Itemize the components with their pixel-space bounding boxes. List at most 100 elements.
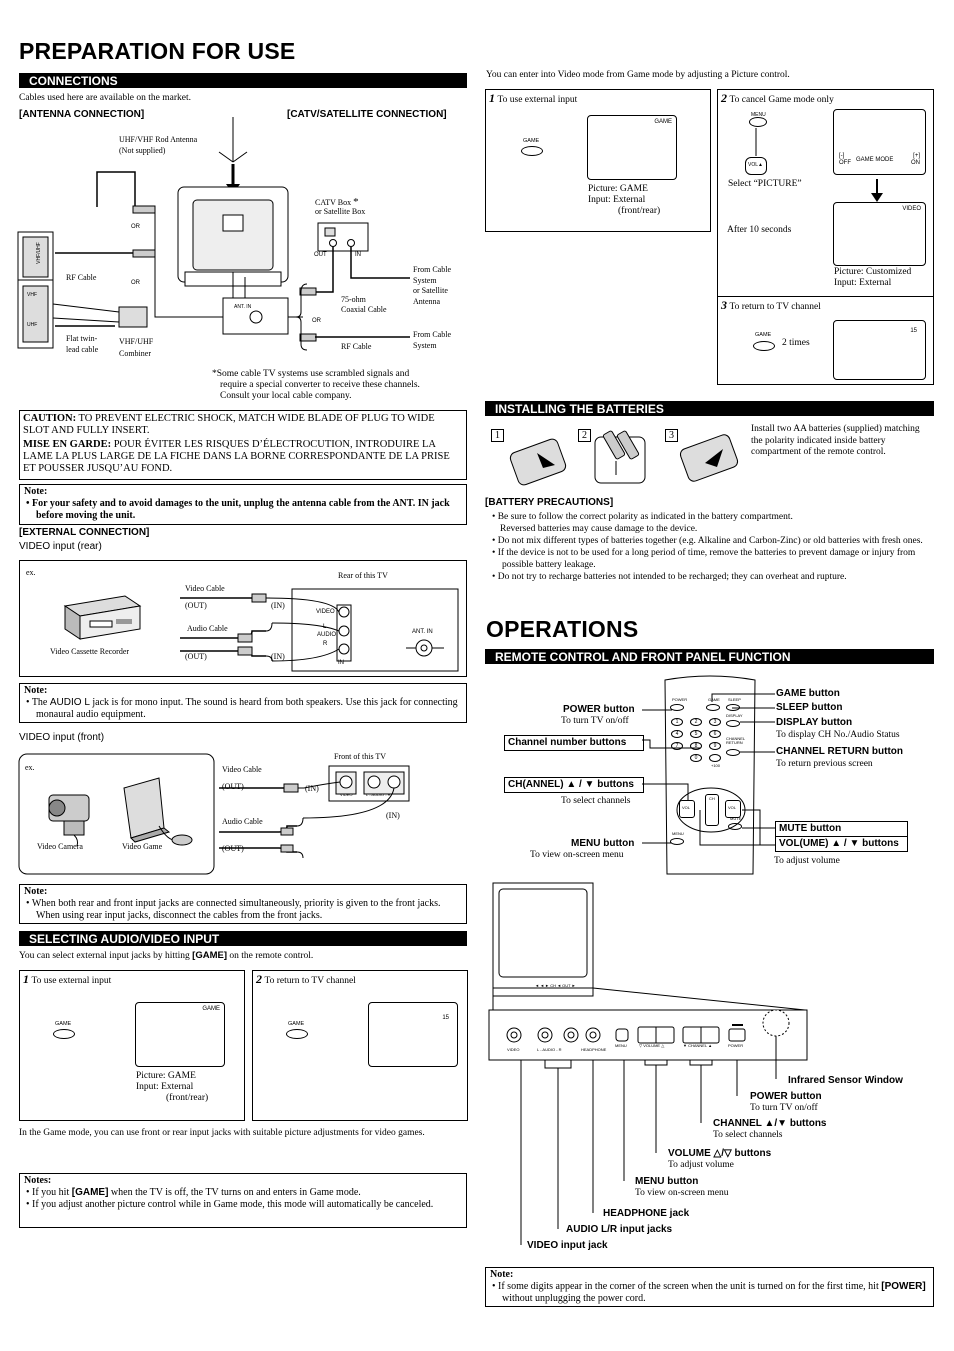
remote-vol-up[interactable]: VOL: [725, 800, 741, 818]
game-label: Video Game: [122, 842, 163, 851]
note-power-box: Note: • If some digits appear in the cor…: [485, 1267, 934, 1307]
video-out-label: (OUT): [185, 601, 207, 610]
panel-channel-desc: To select channels: [713, 1130, 783, 1140]
menu-vol-line: [755, 128, 757, 156]
antenna-diagram: UHF/VHF Rod Antenna (Not supplied) OR OR…: [15, 112, 465, 374]
audio-jacks-callout: AUDIO L/R input jacks: [566, 1224, 673, 1235]
picture-game-info: Picture: GAME Input: External (front/rea…: [136, 1071, 209, 1103]
infrared-sensor-callout: Infrared Sensor Window: [788, 1075, 903, 1086]
panel-volume-callout: VOLUME △/▽ buttons: [668, 1148, 772, 1159]
remote-key-plus100[interactable]: [709, 754, 721, 762]
front-audio-in-label: (IN): [386, 811, 400, 820]
selecting-input-heading: SELECTING AUDIO/VIDEO INPUT: [19, 931, 467, 946]
operations-title: OPERATIONS: [486, 616, 639, 642]
battery-step-3: 3: [665, 429, 678, 442]
remote-power-callout: POWER button: [563, 704, 635, 715]
selecting-step-1: 1 To use external input GAME GAME Pictur…: [19, 970, 245, 1121]
remote-vol-down[interactable]: VOL: [679, 800, 695, 818]
game-button[interactable]: [53, 1029, 75, 1039]
remote-key-5[interactable]: 5: [690, 730, 702, 738]
remote-power-desc: To turn TV on/off: [561, 716, 629, 726]
rear-ant-in-label: ANT. IN: [412, 629, 433, 635]
remote-ch-buttons[interactable]: CH: [705, 794, 719, 826]
ch-buttons-desc: To select channels: [561, 796, 631, 806]
catv-connection-heading: [CATV/SATELLITE CONNECTION]: [287, 109, 447, 120]
connections-intro: Cables used here are available on the ma…: [19, 93, 191, 103]
vol-up-button[interactable]: VOL▲: [745, 157, 767, 175]
r-game-button-3[interactable]: [753, 341, 775, 351]
after-10-seconds: After 10 seconds: [727, 225, 792, 235]
game-step-1: 1 To use external input GAME GAME Pictur…: [485, 89, 711, 232]
remote-menu-desc: To view on-screen menu: [530, 850, 624, 860]
game-button-callout: GAME button: [776, 688, 840, 699]
headphone-jack-callout: HEADPHONE jack: [603, 1208, 690, 1219]
remote-key-0[interactable]: 0: [690, 754, 702, 762]
remote-key-6[interactable]: 6: [709, 730, 721, 738]
remote-mute-button[interactable]: [728, 823, 742, 830]
remote-game-button[interactable]: [706, 704, 720, 711]
rear-video-label: VIDEO: [316, 609, 335, 615]
remote-control: POWER GAME SLEEP DISPLAY CHANNEL RETURN …: [655, 675, 765, 875]
menu-button[interactable]: [749, 117, 767, 127]
remote-key-1[interactable]: 1: [671, 718, 683, 726]
remote-key-9[interactable]: 9: [709, 742, 721, 750]
game-button-2[interactable]: [286, 1029, 308, 1039]
front-video-out-label: (OUT): [222, 782, 244, 791]
front-panel-video-label: VIDEO: [340, 792, 353, 797]
panel-power-desc: To turn TV on/off: [750, 1103, 818, 1113]
rf-cable-label: RF Cable: [66, 273, 97, 282]
audio-cable-label: Audio Cable: [187, 624, 228, 633]
front-of-tv-label: Front of this TV: [334, 752, 387, 761]
menu-label: MENU: [751, 112, 766, 118]
video-in-label: (IN): [271, 601, 285, 610]
mute-button-callout: MUTE button: [775, 821, 908, 836]
remote-key-8[interactable]: 8: [690, 742, 702, 750]
rear-connection-diagram: ex. Video Cassette Recorder Video Cable …: [19, 560, 467, 677]
panel-menu-callout: MENU button: [635, 1176, 699, 1187]
note-unplug-box: Note: • For your safety and to avoid dam…: [19, 484, 467, 525]
channel-return-callout: CHANNEL RETURN button: [776, 746, 904, 757]
video-input-rear-label: VIDEO input (rear): [19, 541, 102, 552]
rear-l-label: L: [323, 624, 327, 630]
channel-return-desc: To return previous screen: [776, 759, 873, 769]
rear-r-label: R: [323, 641, 328, 647]
front-diagram-lines: [18, 753, 410, 875]
remote-power-button[interactable]: [670, 704, 684, 711]
display-button-callout: DISPLAY button: [776, 717, 853, 728]
audio-in-label: (IN): [271, 652, 285, 661]
remote-channel-return-button[interactable]: [726, 749, 740, 756]
front-connection-diagram: ex. Video Camera Video Game Video Cable …: [18, 748, 467, 875]
antenna-diagram-lines: [17, 117, 410, 351]
page-title: PREPARATION FOR USE: [19, 38, 296, 64]
remote-key-3[interactable]: 3: [709, 718, 721, 726]
or-label-1: OR: [131, 224, 140, 230]
remote-key-4[interactable]: 4: [671, 730, 683, 738]
satellite-box-label: or Satellite Box: [315, 207, 366, 216]
game-button-label-2: GAME: [288, 1021, 305, 1027]
remote-menu-button[interactable]: [670, 838, 684, 845]
remote-key-2[interactable]: 2: [690, 718, 702, 726]
front-panel-audio-label: L - AUDIO - R: [366, 792, 391, 797]
combiner-label-2: Combiner: [119, 349, 151, 358]
panel-menu-desc: To view on-screen menu: [635, 1188, 729, 1198]
lead-cable-label: lead cable: [66, 345, 99, 354]
connections-heading: CONNECTIONS: [19, 73, 467, 88]
vol-buttons-callout: VOL(UME) ▲ / ▼ buttons: [775, 836, 908, 852]
notes-game-mode-box: Notes: • If you hit [GAME] when the TV i…: [19, 1173, 467, 1228]
note-audio-l-box: Note: • The AUDIO L jack is for mono inp…: [19, 683, 467, 723]
remote-display-button[interactable]: [726, 720, 740, 727]
combiner-label-1: VHF/UHF: [119, 337, 154, 346]
panel-power-callout: POWER button: [750, 1091, 822, 1102]
channel-number-callout: Channel number buttons: [504, 735, 644, 751]
rf-cable-label-2: RF Cable: [341, 342, 372, 351]
catv-in-label: IN: [355, 252, 361, 258]
selecting-intro: You can select external input jacks by h…: [19, 950, 314, 961]
video-mode-intro: You can enter into Video mode from Game …: [486, 70, 790, 80]
tv-front-drawing: [488, 882, 808, 1245]
remote-callout-lines: [642, 693, 775, 846]
batteries-heading: INSTALLING THE BATTERIES: [485, 401, 934, 416]
remote-key-7[interactable]: 7: [671, 742, 683, 750]
r-game-button[interactable]: [521, 146, 543, 156]
